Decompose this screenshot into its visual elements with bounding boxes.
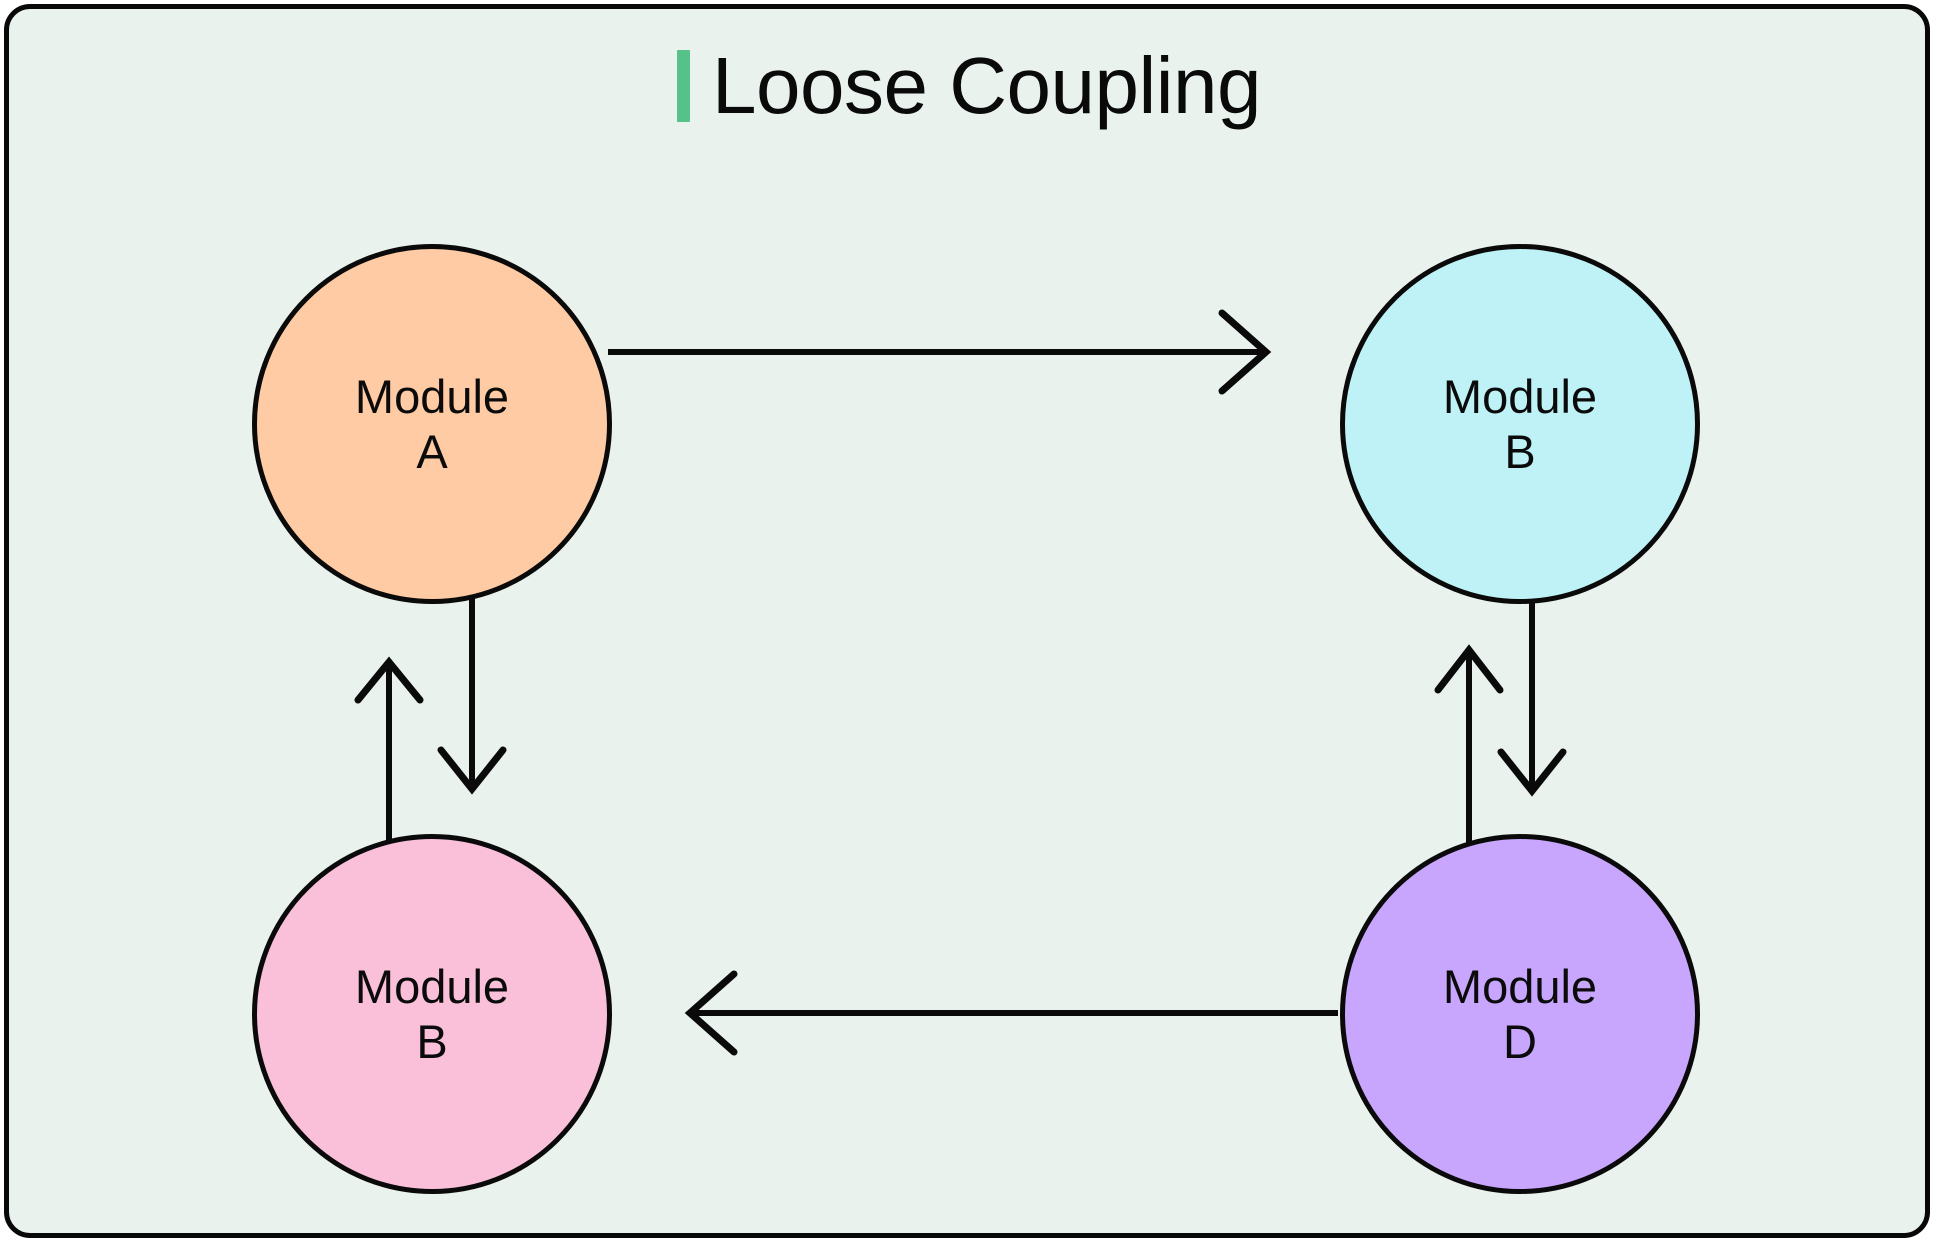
node-module-d[interactable]: Module D bbox=[1340, 834, 1700, 1194]
node-module-d-label: Module D bbox=[1442, 959, 1598, 1068]
node-module-b-top[interactable]: Module B bbox=[1340, 244, 1700, 604]
node-module-b-bottom-label: Module B bbox=[354, 959, 510, 1068]
node-module-a-label: Module A bbox=[354, 369, 510, 478]
edge-b-bottom-to-a bbox=[354, 656, 424, 845]
node-module-b-top-label: Module B bbox=[1442, 369, 1598, 478]
edge-a-to-b-bottom bbox=[437, 598, 507, 795]
edge-d-to-b-bottom bbox=[684, 970, 1338, 1056]
edge-a-to-b-top bbox=[608, 309, 1272, 395]
node-module-b-bottom[interactable]: Module B bbox=[252, 834, 612, 1194]
node-module-a[interactable]: Module A bbox=[252, 244, 612, 604]
edge-d-to-b-top bbox=[1434, 644, 1504, 845]
edge-b-top-to-d bbox=[1497, 600, 1567, 797]
